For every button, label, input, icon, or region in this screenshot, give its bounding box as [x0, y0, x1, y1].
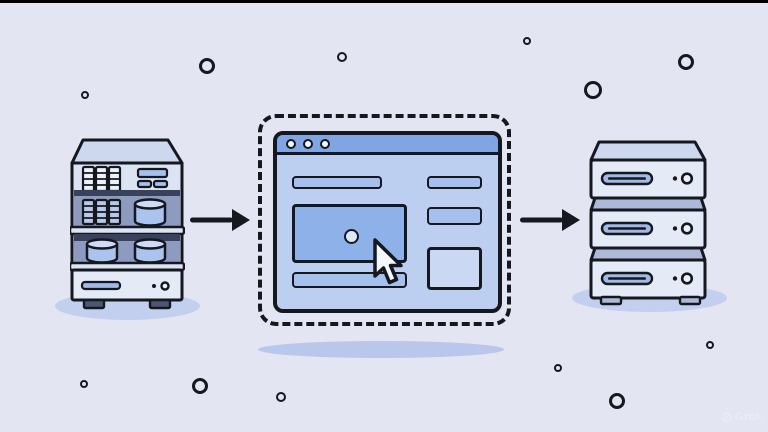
letterbox-bar — [0, 0, 768, 3]
shadow-ellipse — [258, 341, 504, 358]
panel-bar — [136, 167, 169, 179]
flow-arrow-right — [520, 209, 580, 231]
server-unit — [589, 140, 707, 200]
server-led-dot — [672, 276, 678, 281]
panel-bar-small — [136, 179, 153, 189]
dark-band — [74, 190, 180, 199]
server-top-face — [589, 140, 707, 162]
server-power-button — [680, 272, 694, 285]
database-cylinder-icon — [85, 238, 119, 264]
shelf-lip — [70, 225, 185, 236]
drive-module-row — [81, 198, 122, 226]
tower-base-unit — [70, 268, 184, 302]
database-cylinder-icon — [133, 238, 167, 264]
vent-slot — [80, 280, 122, 291]
server-unit — [589, 246, 707, 300]
cursor-icon — [373, 238, 403, 285]
server-foot — [599, 295, 623, 306]
database-tower-illustration — [70, 138, 185, 310]
flow-arrow-left — [190, 209, 250, 231]
server-top-face — [589, 196, 707, 212]
decorative-circle — [199, 58, 215, 74]
sidebar-panel-square — [427, 247, 482, 290]
power-button — [160, 281, 170, 291]
decorative-circle — [706, 341, 714, 349]
decorative-circle — [678, 54, 694, 70]
selection-dashed-frame — [258, 114, 511, 326]
sidebar-panel-small — [427, 207, 482, 225]
tower-foot — [82, 298, 106, 310]
server-stack-illustration — [589, 140, 707, 306]
server-power-button — [680, 172, 694, 185]
content-bar — [292, 176, 382, 189]
decorative-circle — [192, 378, 208, 394]
decorative-circle — [81, 91, 89, 99]
server-power-button — [680, 222, 694, 235]
indicator-light — [152, 284, 156, 288]
browser-titlebar — [277, 135, 498, 155]
decorative-circle — [80, 380, 88, 388]
decorative-circle — [523, 37, 531, 45]
decorative-circle — [276, 392, 286, 402]
window-control-dot — [320, 138, 330, 149]
decorative-circle — [554, 364, 562, 372]
window-control-dot — [286, 138, 296, 149]
decorative-circle — [337, 52, 347, 62]
panel-bar-small — [152, 179, 169, 189]
server-led-dot — [672, 226, 678, 231]
server-unit — [589, 196, 707, 250]
server-top-face — [589, 246, 707, 262]
grok-logo-icon — [721, 412, 732, 422]
dark-band — [74, 234, 180, 241]
server-led-dot — [672, 176, 678, 181]
database-cylinder-icon — [133, 198, 167, 227]
watermark-text: Grok — [735, 411, 762, 423]
drive-module-row — [81, 165, 122, 193]
content-bar — [292, 272, 407, 288]
watermark: Grok — [721, 411, 762, 423]
content-circle — [344, 229, 359, 244]
server-foot — [678, 295, 702, 306]
tower-top-face — [70, 138, 184, 165]
tower-foot — [148, 298, 172, 310]
module-stripes — [82, 172, 121, 186]
decorative-circle — [609, 393, 625, 409]
window-control-dot — [303, 138, 313, 149]
sidebar-bar — [427, 176, 482, 189]
decorative-circle — [584, 81, 602, 99]
